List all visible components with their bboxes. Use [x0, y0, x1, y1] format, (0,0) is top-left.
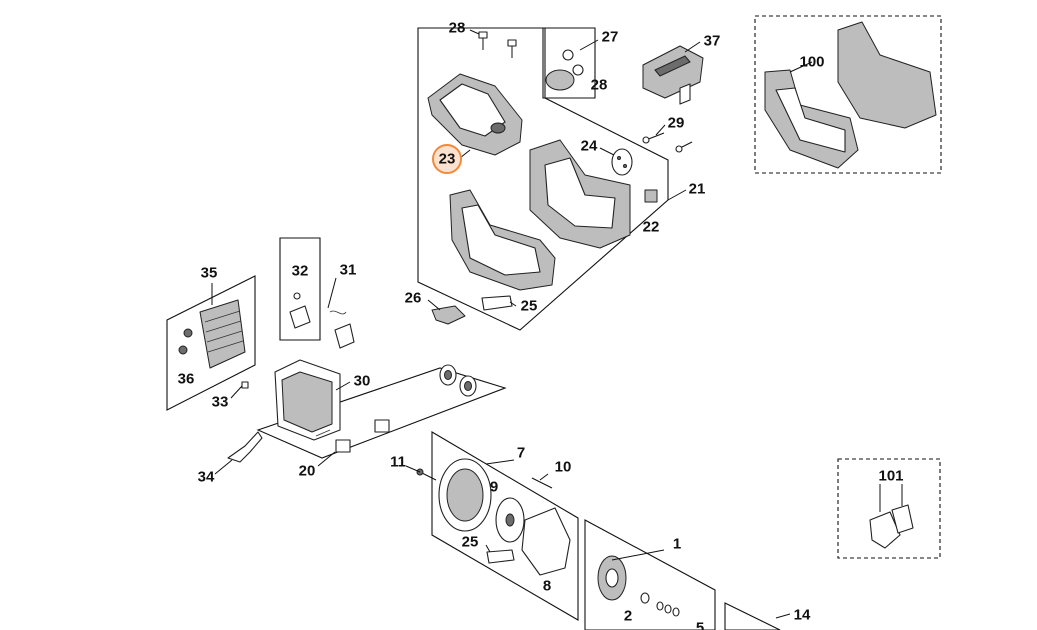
callout-31[interactable]: 31: [340, 262, 357, 279]
callout-23-highlight[interactable]: [432, 144, 462, 174]
seal-ring-part[interactable]: [439, 364, 477, 397]
callout-101[interactable]: 101: [878, 468, 903, 485]
callout-24[interactable]: 24: [581, 138, 598, 155]
gasket-24-part[interactable]: [611, 148, 633, 176]
callout-8[interactable]: 8: [543, 578, 551, 595]
callout-20[interactable]: 20: [299, 463, 316, 480]
cover-8-part[interactable]: [521, 507, 571, 576]
callout-21[interactable]: 21: [689, 181, 706, 198]
flywheel-1-part[interactable]: [597, 555, 627, 601]
pin-10-part[interactable]: [531, 477, 553, 489]
callout-32[interactable]: 32: [292, 263, 309, 280]
frame-group-27: [542, 27, 596, 99]
callout-34[interactable]: 34: [198, 469, 215, 486]
callout-27[interactable]: 27: [602, 29, 619, 46]
callout-100[interactable]: 100: [799, 54, 824, 71]
pad-25-lower-part[interactable]: [486, 549, 515, 564]
cap-27-part[interactable]: [545, 49, 584, 91]
fan-housing-7-part[interactable]: [438, 458, 492, 532]
callout-7[interactable]: 7: [517, 445, 525, 462]
frame-group-14: [724, 602, 781, 630]
shroud-23-part[interactable]: [427, 73, 523, 156]
cover-37-part[interactable]: [642, 45, 704, 105]
frame-group-100: [754, 15, 942, 174]
callout-36[interactable]: 36: [178, 371, 195, 388]
callout-29[interactable]: 29: [668, 115, 685, 132]
callout-37[interactable]: 37: [704, 33, 721, 50]
callout-22[interactable]: 22: [643, 219, 660, 236]
callout-5[interactable]: 5: [696, 620, 704, 630]
frame-group-101: [837, 458, 941, 559]
callout-14[interactable]: 14: [794, 607, 811, 624]
pad-25-part[interactable]: [481, 295, 513, 311]
frame-group-21: [417, 27, 669, 331]
screw-36-part[interactable]: [178, 328, 193, 355]
clip-26-part[interactable]: [431, 305, 466, 325]
screw-28-part[interactable]: [478, 31, 517, 58]
callout-25-lower[interactable]: 25: [462, 534, 479, 551]
spring-34-part[interactable]: [227, 431, 263, 463]
screw-11-part[interactable]: [416, 468, 437, 481]
bushing-20-part[interactable]: [335, 419, 390, 453]
callout-33[interactable]: 33: [212, 394, 229, 411]
plug-33-part[interactable]: [241, 381, 249, 389]
callout-10[interactable]: 10: [555, 459, 572, 476]
frame-group-20: [256, 367, 507, 459]
callout-35[interactable]: 35: [201, 265, 218, 282]
callout-1[interactable]: 1: [673, 536, 681, 553]
frame-group-7: [431, 431, 579, 621]
housing-30-part[interactable]: [274, 359, 341, 441]
washer-2-part[interactable]: [640, 592, 650, 604]
terminal-31-part[interactable]: [329, 310, 355, 349]
callout-28[interactable]: 28: [449, 20, 466, 37]
callout-30[interactable]: 30: [354, 373, 371, 390]
bracket-101-part[interactable]: [869, 504, 914, 549]
callout-25[interactable]: 25: [521, 298, 538, 315]
frame-group-35: [166, 275, 256, 411]
callout-28-lower[interactable]: 28: [591, 77, 608, 94]
ring-5-part[interactable]: [656, 601, 680, 617]
frame-group-1: [584, 519, 716, 630]
callout-26[interactable]: 26: [405, 290, 422, 307]
housing-kit-100-part[interactable]: [764, 21, 937, 169]
cap-22-part[interactable]: [644, 189, 658, 203]
fan-9-part[interactable]: [495, 497, 525, 543]
leader-lines: [211, 29, 903, 619]
lower-shroud-part[interactable]: [449, 189, 556, 291]
callout-23[interactable]: 23: [439, 151, 456, 168]
callout-11[interactable]: 11: [390, 454, 406, 471]
grille-35-part[interactable]: [199, 299, 246, 369]
housing-21-part[interactable]: [529, 139, 631, 249]
screw-29-part[interactable]: [642, 132, 693, 153]
frame-group-31: [279, 237, 321, 341]
callout-2[interactable]: 2: [624, 608, 632, 625]
bracket-32-part[interactable]: [289, 292, 311, 329]
callout-9[interactable]: 9: [490, 479, 498, 496]
